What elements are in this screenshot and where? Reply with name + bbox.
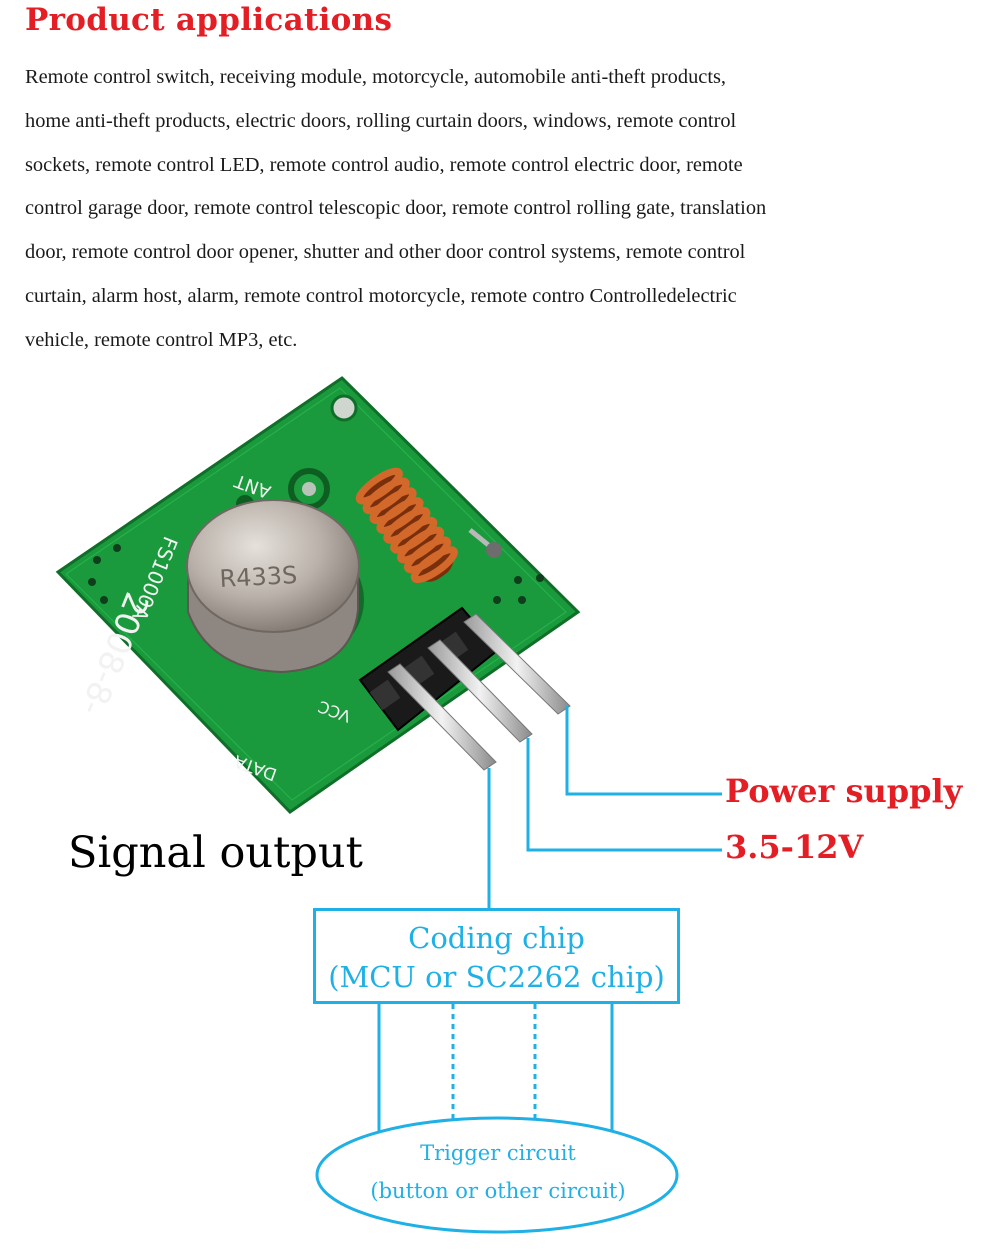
power-line xyxy=(565,706,722,796)
copper-coil xyxy=(355,467,458,584)
coding-chip-title: Coding chip xyxy=(408,921,585,955)
paragraph-line: Remote control switch, receiving module,… xyxy=(25,66,727,88)
crystal-can xyxy=(186,499,360,633)
mounting-hole xyxy=(330,394,358,422)
section-heading: Product applications xyxy=(25,2,393,38)
paragraph-line: sockets, remote control LED, remote cont… xyxy=(25,153,743,176)
paragraph-line: control garage door, remote control tele… xyxy=(25,197,767,220)
trigger-circuit-ellipse xyxy=(315,1116,679,1234)
power-supply-label: Power supply xyxy=(725,772,963,810)
signal-output-label: Signal output xyxy=(68,828,363,878)
via-dots xyxy=(88,544,544,604)
voltage-line xyxy=(526,738,722,852)
paragraph-line: home anti-theft products, electric doors… xyxy=(25,109,737,132)
coding-chip-box: Coding chip (MCU or SC2262 chip) xyxy=(313,908,680,1004)
paragraph-line: door, remote control door opener, shutte… xyxy=(25,241,746,264)
voltage-label: 3.5-12V xyxy=(725,828,864,866)
paragraph-line: curtain, alarm host, alarm, remote contr… xyxy=(25,284,737,307)
coding-chip-subtitle: (MCU or SC2262 chip) xyxy=(328,960,665,994)
applications-paragraph: Remote control switch, receiving module,… xyxy=(25,56,995,363)
crystal-label: R433S xyxy=(219,561,298,593)
header-pins xyxy=(387,613,571,771)
connection-lines xyxy=(377,706,722,1134)
trigger-circuit-title: Trigger circuit xyxy=(420,1141,576,1165)
paragraph-line: vehicle, remote control MP3, etc. xyxy=(25,328,298,351)
trigger-circuit-subtitle: (button or other circuit) xyxy=(370,1179,626,1203)
trigger-circuit-label: Trigger circuit (button or other circuit… xyxy=(318,1120,678,1230)
